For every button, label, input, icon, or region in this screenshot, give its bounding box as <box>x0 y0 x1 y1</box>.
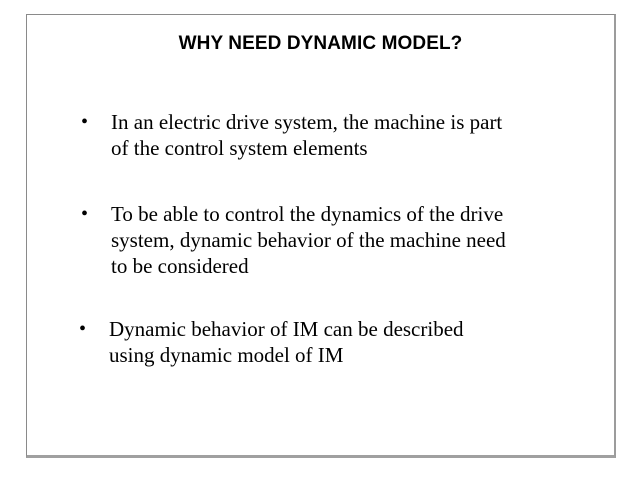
bullet-point-icon: • <box>81 203 89 225</box>
list-item: • Dynamic behavior of IM can be describe… <box>79 316 464 368</box>
list-item: • To be able to control the dynamics of … <box>81 201 506 279</box>
slide-frame: WHY NEED DYNAMIC MODEL? • In an electric… <box>26 14 616 458</box>
page-title: WHY NEED DYNAMIC MODEL? <box>178 33 463 54</box>
bullet-point-icon: • <box>79 318 87 340</box>
list-item-text: In an electric drive system, the machine… <box>111 110 503 160</box>
bullet-point-icon: • <box>81 111 89 133</box>
list-item-text: To be able to control the dynamics of th… <box>111 202 506 278</box>
list-item-text: Dynamic behavior of IM can be described … <box>109 317 464 367</box>
list-item: • In an electric drive system, the machi… <box>81 109 502 161</box>
